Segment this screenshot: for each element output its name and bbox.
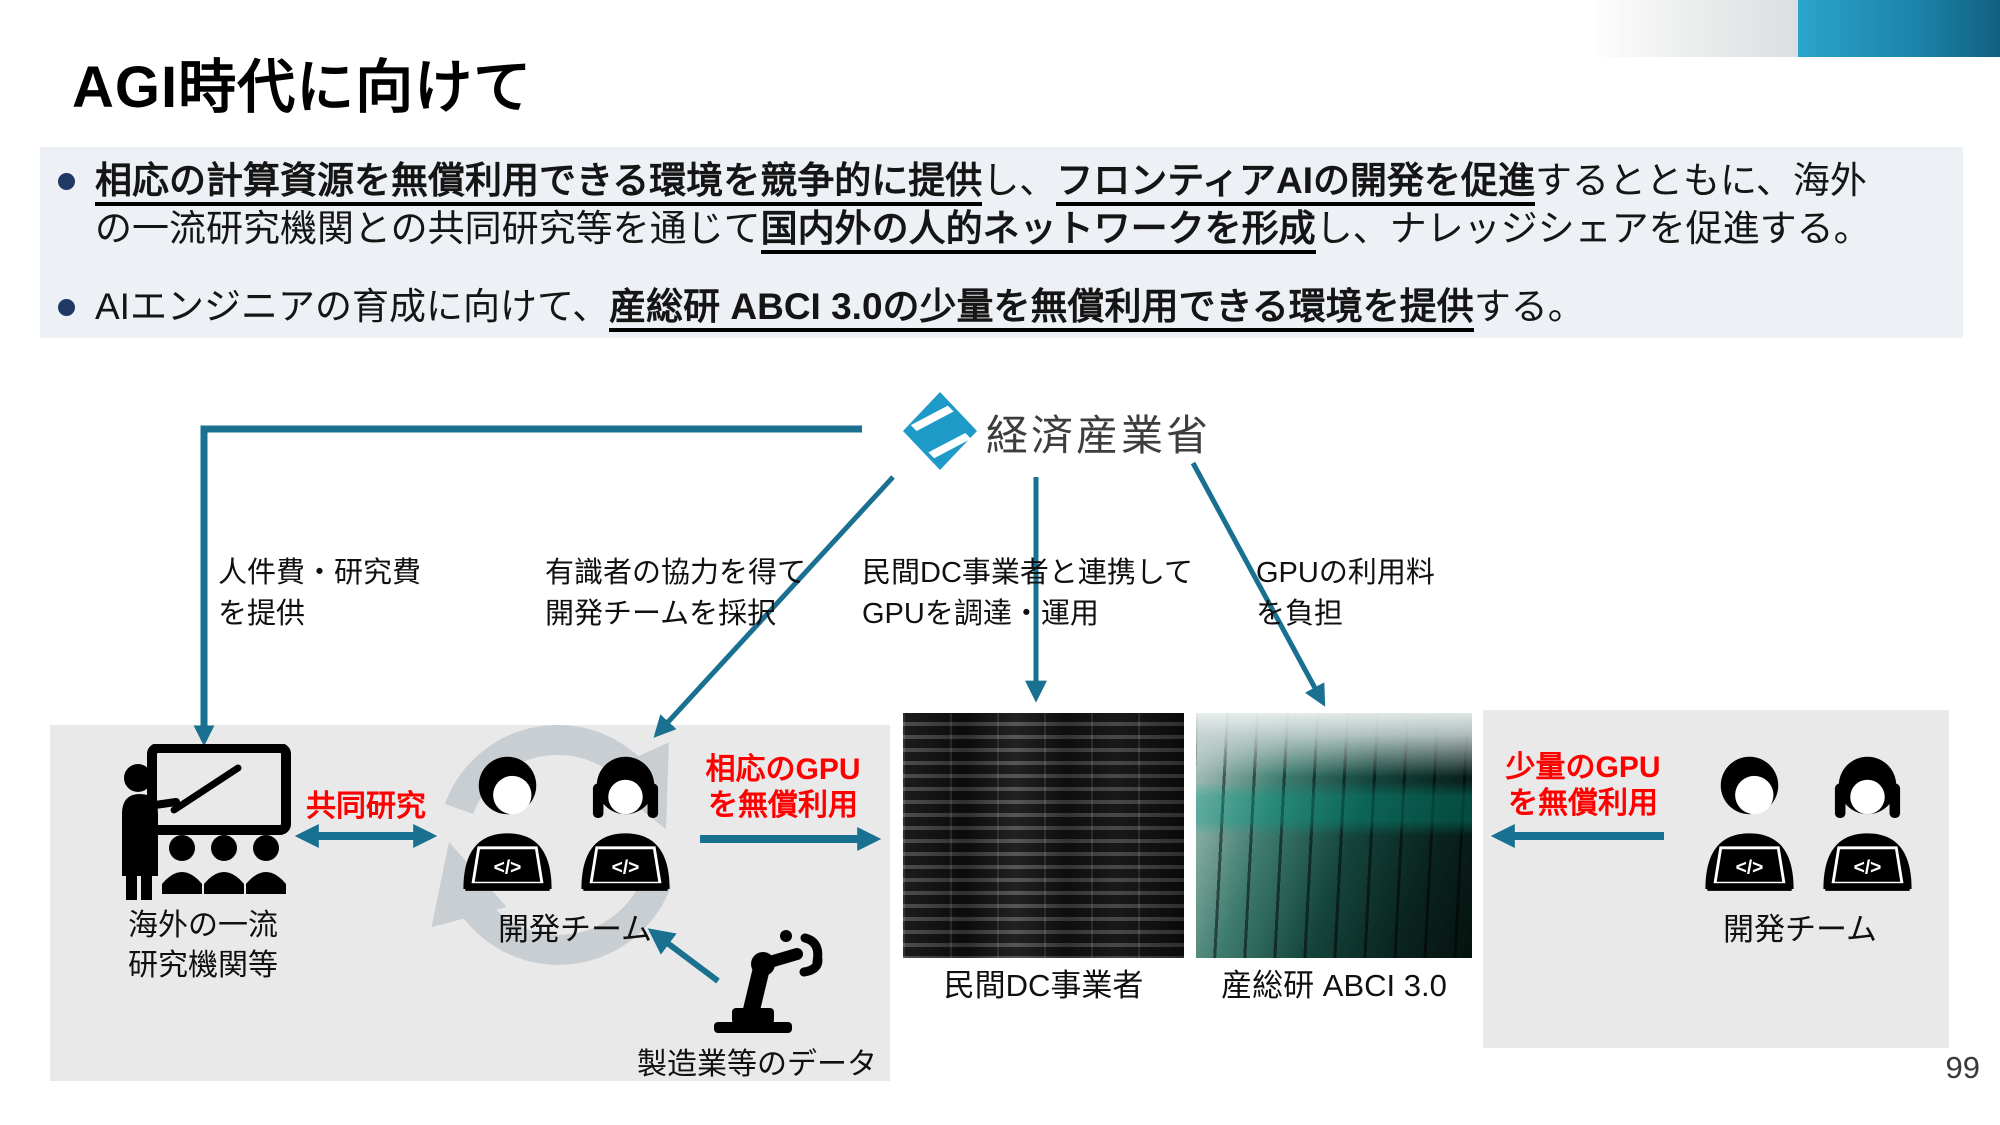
bullet-2-seg: する。: [1473, 286, 1585, 327]
bullet-1-seg-bold: フロンティアAIの開発を促進: [1056, 160, 1536, 206]
developer-icon: </>: [1705, 756, 1794, 891]
dev-team-left-label: 開発チーム: [497, 912, 653, 947]
arrow-data-to-devteam: [647, 928, 720, 984]
arrow-meti-to-abci: [1190, 461, 1326, 707]
gpu-small-label: 少量のGPU を無償利用: [1505, 751, 1661, 820]
code-glyph: </>: [494, 858, 522, 879]
flow-label-gpu-fee: GPUの利用料 を負担: [1256, 557, 1435, 631]
bullet-1-seg-bold: 相応の計算資源を無償利用できる環境を競争的に提供: [95, 160, 983, 206]
developer-icon: </>: [581, 756, 670, 891]
top-accent-bar-blue: [1798, 0, 2000, 57]
dev-team-right-label: 開発チーム: [1722, 912, 1878, 947]
robot-arm-icon: [714, 930, 823, 1033]
developer-icon: </>: [1823, 756, 1912, 891]
code-glyph: </>: [1736, 858, 1764, 879]
bullet-1-seg: の一流研究機関との共同研究等を通じて: [95, 207, 761, 249]
bullet-2-text: AIエンジニアの育成に向けて、産総研 ABCI 3.0の少量を無償利用できる環境…: [95, 283, 1585, 332]
bullet-2-seg-bold: 産総研 ABCI 3.0の少量を無償利用できる環境を提供: [609, 286, 1474, 332]
meti-label: 経済産業省: [986, 412, 1212, 459]
overseas-org-label: 海外の一流 研究機関等: [128, 909, 278, 982]
page-number: 99: [1945, 1050, 1980, 1085]
bullet-1-seg-bold: 国内外の人的ネットワークを形成: [760, 207, 1316, 254]
audience-icons: [162, 835, 286, 894]
code-glyph: </>: [1854, 858, 1882, 879]
key-message-panel: 相応の計算資源を無償利用できる環境を競争的に提供し、フロンティアAIの開発を促進…: [40, 147, 1963, 338]
bullet-2-seg: AIエンジニアの育成に向けて、: [95, 286, 610, 327]
bullet-dot: [58, 299, 75, 316]
top-accent-bar-light: [1596, 0, 1798, 57]
developer-icon: </>: [463, 756, 552, 891]
joint-research-label: 共同研究: [306, 790, 426, 823]
private-dc-label: 民間DC事業者: [943, 968, 1144, 1003]
private-dc-image: [903, 713, 1184, 958]
bullet-1-seg: し、: [982, 160, 1057, 201]
gpu-appropriate-label: 相応のGPU を無償利用: [705, 753, 861, 822]
abci-label: 産総研 ABCI 3.0: [1221, 968, 1447, 1003]
abci-datacenter-image: [1196, 713, 1472, 958]
code-glyph: </>: [612, 858, 640, 879]
bullet-1-text: 相応の計算資源を無償利用できる環境を競争的に提供し、フロンティアAIの開発を促進…: [95, 157, 1871, 254]
manufacturing-data-label: 製造業等のデータ: [637, 1048, 877, 1081]
bullet-item-2: AIエンジニアの育成に向けて、産総研 ABCI 3.0の少量を無償利用できる環境…: [58, 283, 1585, 332]
page-title: AGI時代に向けて: [72, 55, 533, 120]
meti-logo-icon: [903, 392, 977, 470]
bullet-1-seg: し、ナレッジシェアを促進する。: [1315, 207, 1871, 249]
bullet-dot: [58, 173, 75, 190]
bullet-item-1: 相応の計算資源を無償利用できる環境を競争的に提供し、フロンティアAIの開発を促進…: [58, 157, 1871, 254]
flow-label-dc-partnership: 民間DC事業者と連携して GPUを調達・運用: [862, 557, 1194, 631]
flow-label-funding: 人件費・研究費 を提供: [218, 557, 422, 631]
flow-label-team-selection: 有識者の協力を得て 開発チームを採択: [545, 557, 807, 631]
arrow-meti-to-devteam: [653, 475, 895, 738]
bullet-1-seg: するとともに、海外: [1535, 160, 1867, 201]
arrow-meti-to-overseas: [193, 425, 862, 747]
teacher-presentation-icon: [122, 744, 291, 900]
